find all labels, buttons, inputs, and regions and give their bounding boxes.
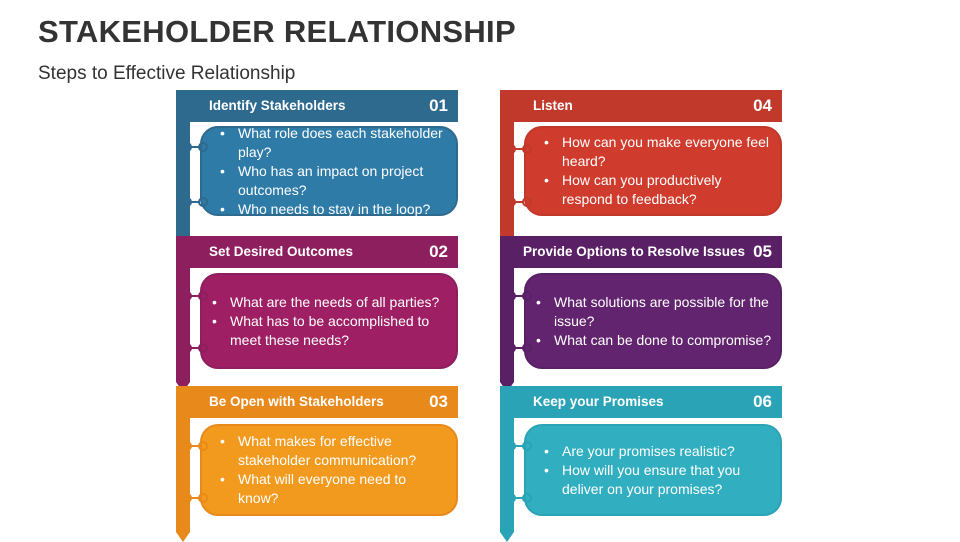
step-rail [500,268,514,382]
step-card-listen: Listen 04 How can you make everyone feel… [500,90,786,246]
step-rail [176,268,190,382]
step-card-set-desired-outcomes: Set Desired Outcomes 02 What are the nee… [176,236,462,392]
connector-link [506,197,532,207]
step-card-identify-stakeholders: Identify Stakeholders 01 What role does … [176,90,462,246]
step-title: Provide Options to Resolve Issues [523,244,746,259]
question-item: What makes for effective stakeholder com… [220,432,448,470]
question-item: How can you make everyone feel heard? [544,133,772,171]
step-questions-box: What solutions are possible for the issu… [524,273,782,369]
step-questions-box: What are the needs of all parties? What … [200,273,458,369]
question-item: Who needs to stay in the loop? [220,200,448,219]
step-number: 04 [753,96,772,115]
step-number: 05 [753,242,772,261]
step-number: 03 [429,392,448,411]
step-card-provide-options: Provide Options to Resolve Issues 05 Wha… [500,236,786,392]
step-title: Be Open with Stakeholders [209,394,384,409]
question-item: What can be done to compromise? [536,331,772,350]
step-header: Listen 04 [500,90,782,122]
connector-link [506,493,532,503]
step-title: Listen [533,98,573,113]
question-item: Who has an impact on project outcomes? [220,162,448,200]
step-title: Set Desired Outcomes [209,244,354,259]
question-item: What will everyone need to know? [220,470,448,508]
step-card-keep-your-promises: Keep your Promises 06 Are your promises … [500,386,786,542]
connector-link [182,343,208,353]
connector-link [182,291,208,301]
step-header: Keep your Promises 06 [500,386,782,418]
step-number: 06 [753,392,772,411]
connector-link [506,343,532,353]
question-item: Are your promises realistic? [544,442,772,461]
question-item: How will you ensure that you deliver on … [544,461,772,499]
step-rail-arrow [176,532,190,542]
step-rail [176,418,190,532]
step-header: Identify Stakeholders 01 [176,90,458,122]
step-rail [176,122,190,236]
step-header: Be Open with Stakeholders 03 [176,386,458,418]
connector-link [182,142,208,152]
connector-link [506,291,532,301]
step-number: 01 [429,96,448,115]
step-questions-box: What role does each stakeholder play? Wh… [200,124,458,219]
step-number: 02 [429,242,448,261]
slide-subtitle: Steps to Effective Relationship [38,63,296,84]
step-header: Provide Options to Resolve Issues 05 [500,236,782,268]
step-questions-box: What makes for effective stakeholder com… [200,424,458,516]
question-item: What has to be accomplished to meet thes… [212,312,448,350]
step-rail [500,418,514,532]
step-rail [500,122,514,236]
connector-link [182,493,208,503]
connector-link [506,144,532,154]
question-item: What are the needs of all parties? [212,293,448,312]
step-questions-box: How can you make everyone feel heard? Ho… [524,126,782,216]
step-card-be-open-with-stakeholders: Be Open with Stakeholders 03 What makes … [176,386,462,542]
question-item: What solutions are possible for the issu… [536,293,772,331]
connector-link [182,441,208,451]
step-rail-arrow [500,532,514,542]
step-questions-box: Are your promises realistic? How will yo… [524,424,782,516]
step-title: Keep your Promises [533,394,664,409]
connector-link [506,441,532,451]
slide-title: STAKEHOLDER RELATIONSHIP [38,14,516,49]
step-header: Set Desired Outcomes 02 [176,236,458,268]
step-title: Identify Stakeholders [209,98,346,113]
question-item: What role does each stakeholder play? [220,124,448,162]
question-item: How can you productively respond to feed… [544,171,772,209]
connector-link [182,197,208,207]
